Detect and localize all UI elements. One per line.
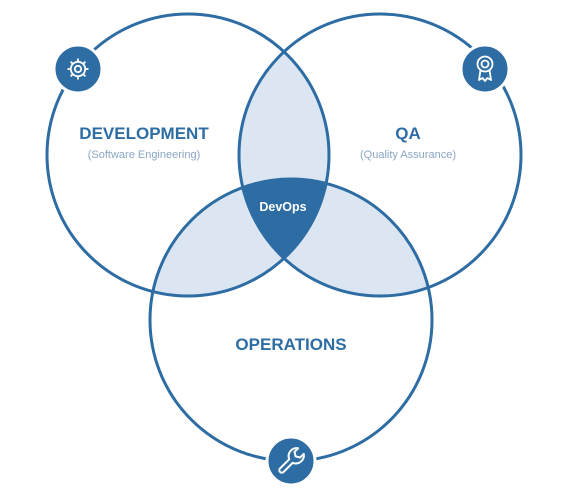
devops-label: DevOps	[259, 200, 306, 214]
development-title: DEVELOPMENT	[79, 124, 209, 143]
wrench-icon	[265, 435, 317, 487]
qa-circle	[237, 12, 523, 298]
overlap-dev-ops	[150, 179, 329, 296]
development-subtitle: (Software Engineering)	[88, 149, 201, 161]
operations-title: OPERATIONS	[235, 335, 346, 354]
award-ribbon-icon	[459, 43, 511, 95]
qa-subtitle: (Quality Assurance)	[360, 149, 456, 161]
qa-title: QA	[395, 124, 421, 143]
development-circle	[45, 12, 331, 298]
gear-icon	[52, 43, 104, 95]
overlap-qa-ops	[239, 179, 432, 296]
